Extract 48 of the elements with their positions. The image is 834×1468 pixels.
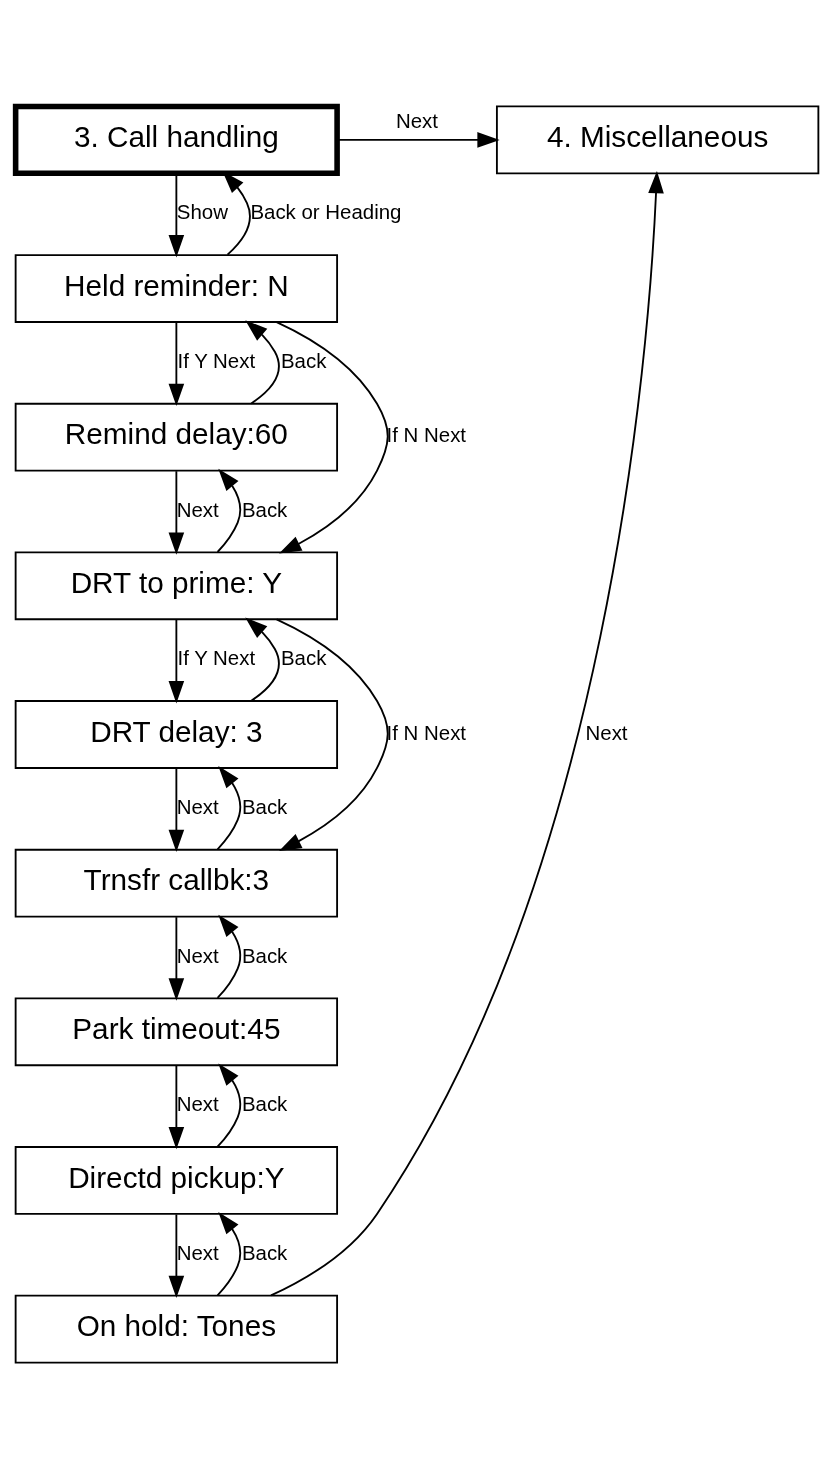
arrow (168, 767, 185, 852)
arrow (270, 170, 664, 1296)
node-box: 3. Call handling (12, 103, 340, 176)
edge-label: Back (241, 1240, 288, 1264)
edge-label: Back (241, 497, 288, 521)
arrow (168, 618, 185, 703)
arrow (216, 765, 242, 850)
edge-label: Next (176, 497, 219, 521)
node-box: DRT to prime: Y (14, 550, 339, 620)
edge-label: Next (395, 108, 439, 132)
arrow (216, 1211, 242, 1296)
edge-label: Next (176, 1091, 219, 1115)
arrow (245, 319, 280, 404)
edge-label: If Y Next (177, 645, 256, 669)
edge-label: Back (280, 645, 327, 669)
arrow (168, 915, 185, 1001)
edge-label: Next (176, 794, 219, 818)
edge-label: If Y Next (177, 348, 256, 372)
edge-label: If N Next (386, 720, 467, 744)
arrow (168, 469, 185, 555)
node-box: Trnsfr callbk:3 (14, 848, 339, 918)
edge-label: Back (241, 794, 288, 818)
arrow (216, 468, 242, 553)
edge-label: Back (280, 348, 327, 372)
arrow (336, 131, 500, 148)
arrow (275, 617, 389, 851)
arrow (168, 321, 185, 406)
arrow (168, 1064, 185, 1149)
node-box: DRT delay: 3 (14, 699, 339, 769)
edge-label: Back or Heading (250, 199, 402, 223)
node-box: Remind delay:60 (14, 402, 339, 472)
node-box: Held reminder: N (14, 253, 339, 323)
edge-label: Next (585, 720, 628, 744)
node-box: Directd pickup:Y (14, 1145, 339, 1215)
arrow (216, 1062, 242, 1148)
node-box: Park timeout:45 (14, 996, 339, 1066)
edge-label: Next (176, 943, 219, 967)
node-box: 4. Miscellaneous (495, 105, 820, 174)
edge-label: If N Next (386, 422, 467, 446)
node-box: On hold: Tones (14, 1294, 339, 1363)
arrow (275, 320, 389, 554)
arrow (245, 617, 280, 702)
arrow (216, 914, 242, 999)
arrow (168, 1213, 185, 1298)
edge-label: Show (176, 199, 228, 223)
edge-label: Back (241, 943, 288, 967)
edge-label: Next (176, 1240, 219, 1264)
edge-label: Back (241, 1091, 288, 1115)
